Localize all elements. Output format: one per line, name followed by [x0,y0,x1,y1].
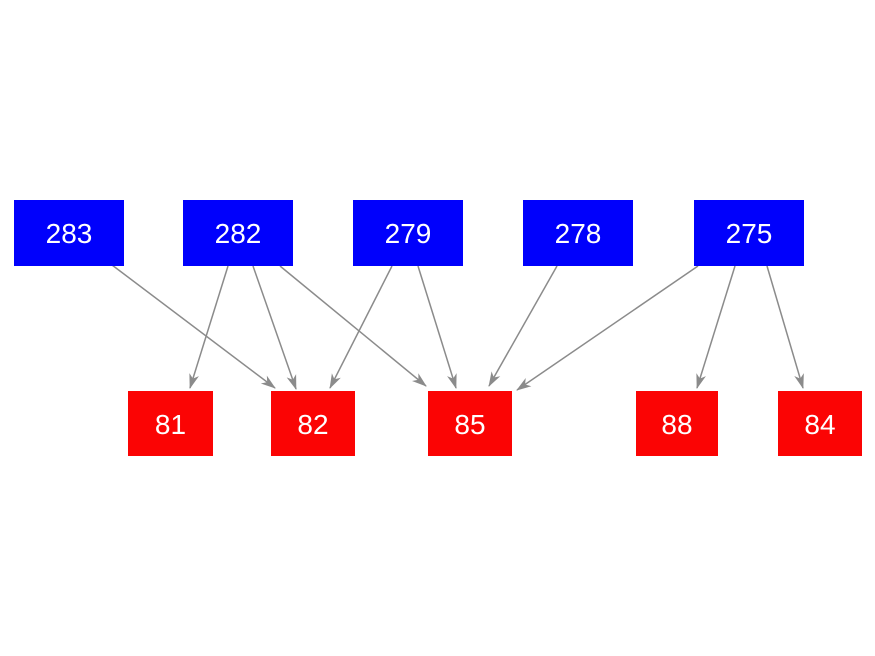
graph-node-85: 85 [428,391,512,456]
edge-282-to-82 [252,265,297,390]
node-label: 283 [45,218,93,249]
edge-275-to-85 [516,265,699,391]
edge-282-to-81 [189,265,229,389]
edge-group [111,264,804,391]
node-label: 82 [297,408,329,440]
node-label: 81 [154,408,187,440]
graph-node-84: 84 [778,391,862,456]
edge-283-to-82 [111,264,276,389]
graph-node-82: 82 [271,391,355,456]
node-label: 278 [554,218,602,249]
edge-275-to-88 [696,265,736,389]
graph-node-88: 88 [636,391,718,456]
graph-node-283: 283 [14,200,124,266]
node-label: 85 [454,408,486,440]
graph-node-282: 282 [183,200,293,266]
node-label: 84 [804,408,836,440]
edge-275-to-84 [766,265,804,389]
edge-278-to-85 [488,265,558,387]
graph-node-279: 279 [353,200,463,266]
graph-node-278: 278 [523,200,633,266]
edge-279-to-82 [329,265,393,389]
node-label: 279 [384,218,432,249]
node-label: 275 [725,218,773,249]
graph-node-81: 81 [128,391,213,456]
graph-node-275: 275 [694,200,804,266]
node-label: 88 [661,408,693,440]
edge-279-to-85 [417,265,457,389]
edge-282-to-85 [279,265,427,387]
node-label: 282 [214,218,262,249]
